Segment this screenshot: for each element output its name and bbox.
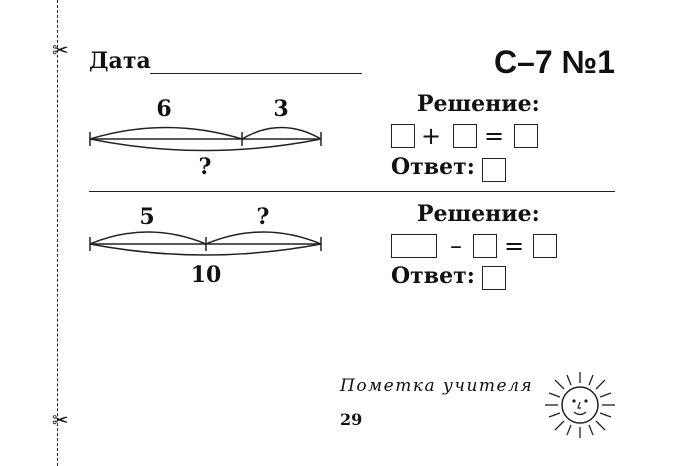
page-number: 29 (340, 410, 363, 429)
task1-left-part: 6 (156, 96, 172, 122)
scissors-icon: ✂ (52, 38, 69, 62)
task1-result-box[interactable] (514, 124, 538, 148)
task2-result-box[interactable] (533, 234, 557, 258)
task1-answer-label: Ответ: (391, 154, 475, 180)
task1-solution-label: Решение: (417, 91, 540, 117)
task1-whole: ? (198, 154, 212, 180)
task2-solution-label: Решение: (417, 201, 540, 227)
task2-answer-box[interactable] (482, 266, 506, 290)
section-divider (89, 191, 615, 192)
sun-icon (545, 372, 615, 438)
task1-operator: + (421, 122, 442, 150)
date-field[interactable] (150, 73, 362, 74)
teacher-note-label: Пометка учителя (340, 376, 534, 396)
task2-equals: = (504, 232, 525, 260)
task2-operator: – (450, 232, 462, 260)
task1-operand1-box[interactable] (391, 124, 415, 148)
task2-answer-label: Ответ: (391, 263, 475, 289)
task1-operand2-box[interactable] (453, 124, 477, 148)
task2-segment-diagram (89, 231, 322, 256)
scissors-icon: ✂ (52, 408, 69, 432)
page-title: С–7 №1 (493, 44, 615, 80)
cut-line (57, 0, 58, 466)
task1-segment-diagram (89, 126, 322, 152)
task2-right-part: ? (256, 204, 270, 230)
task2-operand1-box[interactable] (391, 234, 437, 258)
task1-answer-box[interactable] (482, 158, 506, 182)
task2-whole: 10 (190, 262, 222, 288)
task1-equals: = (484, 122, 505, 150)
task1-right-part: 3 (273, 96, 289, 122)
task2-left-part: 5 (139, 204, 155, 230)
date-label: Дата (89, 48, 151, 74)
task2-operand2-box[interactable] (473, 234, 497, 258)
